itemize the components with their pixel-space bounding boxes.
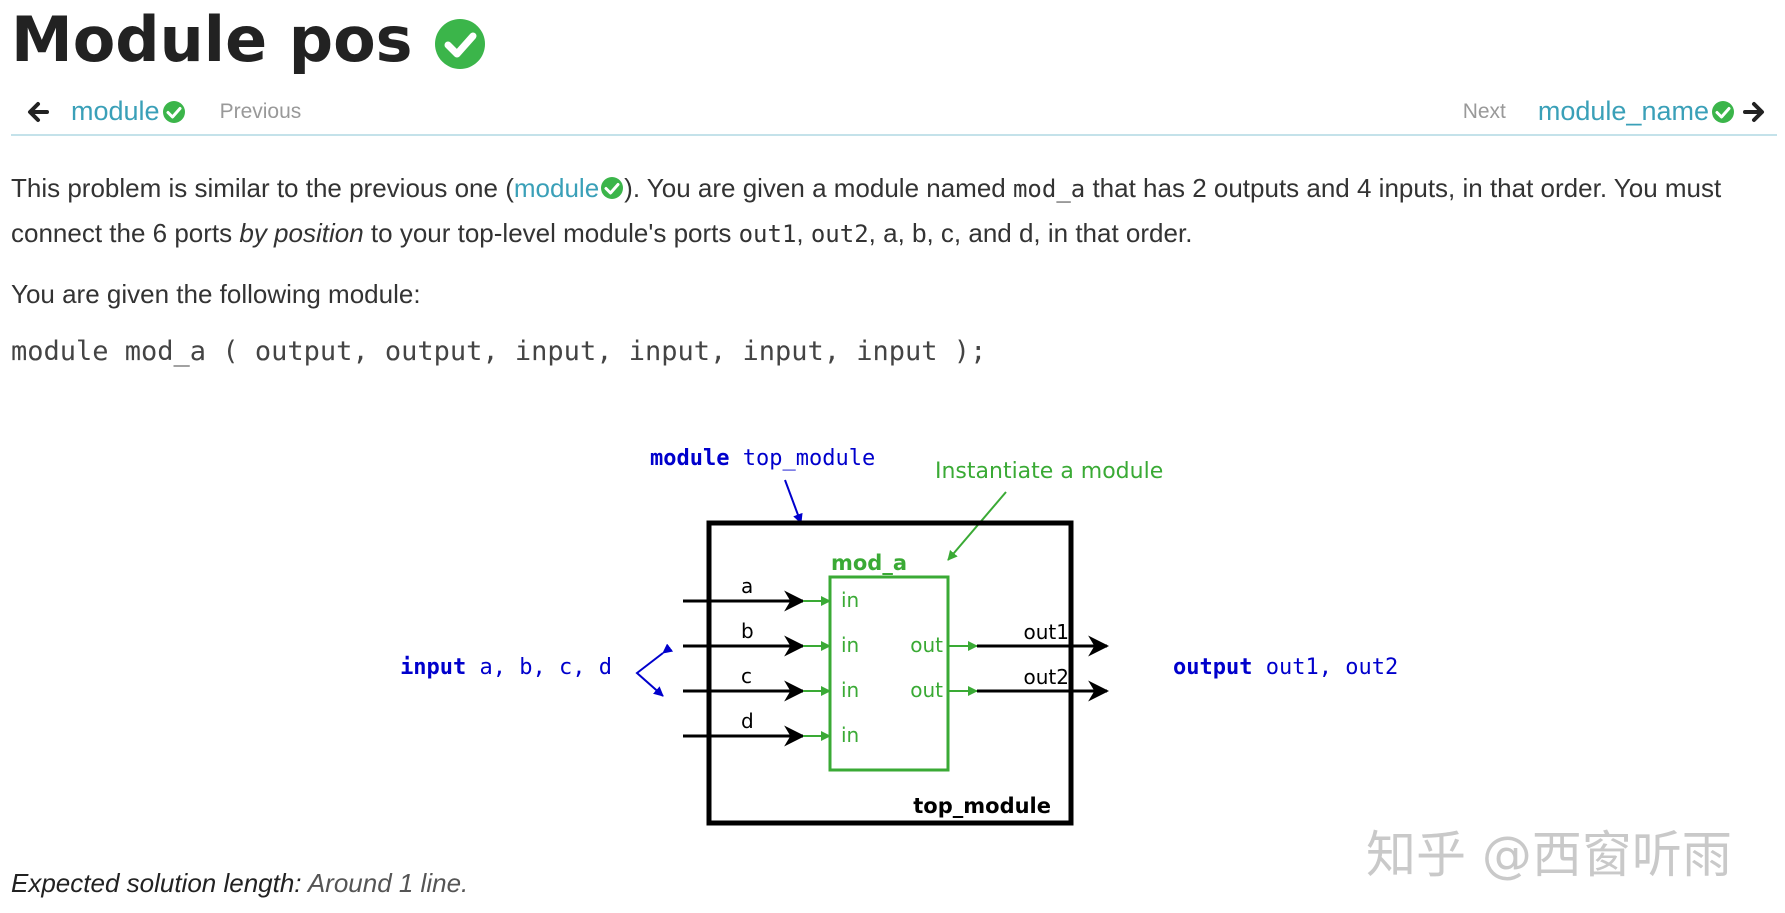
expected-length: Expected solution length: Around 1 line. xyxy=(11,868,468,899)
check-circle-icon xyxy=(435,18,486,69)
check-circle-icon xyxy=(1712,100,1734,123)
code-block: module mod_a ( output, output, input, in… xyxy=(11,336,987,367)
emphasis-text: by position xyxy=(239,218,364,248)
description-text: connect the 6 ports xyxy=(11,218,240,248)
port-label: out xyxy=(910,678,943,702)
prev-problem-link[interactable]: module xyxy=(71,96,160,126)
output-wires: out1 out2 xyxy=(948,620,1110,702)
module-diagram: module top_module Instantiate a module t… xyxy=(400,446,1398,826)
inline-code: out1 xyxy=(738,220,797,248)
top-module-label: module top_module xyxy=(650,446,875,471)
output-name: out1 xyxy=(1024,620,1069,644)
top-module-box xyxy=(706,520,1074,826)
pointer-arrow xyxy=(784,479,803,524)
port-list: out1, out2 xyxy=(1266,655,1398,680)
port-label: in xyxy=(841,678,859,702)
description-text: to your top-level module's ports xyxy=(363,218,739,248)
input-name: d xyxy=(741,709,754,733)
description-text: , xyxy=(796,218,811,248)
port-label: in xyxy=(841,723,859,747)
input-name: a xyxy=(741,574,753,598)
mod-a-label: mod_a xyxy=(831,551,907,575)
next-nav: Next module_name xyxy=(1463,96,1767,127)
input-name: b xyxy=(741,619,754,643)
previous-problem-inline-link[interactable]: module xyxy=(513,173,600,203)
module-name: top_module xyxy=(743,446,875,471)
pointer-arrow xyxy=(947,491,1007,561)
problem-description: This problem is similar to the previous … xyxy=(11,166,1721,256)
output-name: out2 xyxy=(1024,665,1069,689)
instantiate-label: Instantiate a module xyxy=(935,459,1163,484)
expected-length-label: Expected solution length: xyxy=(11,868,302,898)
description-text: ). You are given a module named xyxy=(624,173,1013,203)
port-list: a, b, c, d xyxy=(480,655,612,680)
page-title-text: Module pos xyxy=(11,3,413,76)
port-label: out xyxy=(910,633,943,657)
output-declaration: output out1, out2 xyxy=(1173,655,1398,680)
inline-code: out2 xyxy=(810,220,869,248)
input-declaration: input a, b, c, d xyxy=(400,655,612,680)
keyword: module xyxy=(650,446,729,471)
next-problem-link[interactable]: module_name xyxy=(1537,96,1709,126)
pointer-arrow xyxy=(635,643,674,697)
prev-nav: module Previous xyxy=(25,96,301,127)
keyword: input xyxy=(400,655,466,680)
description-text: , a, b, c, and d, in that order. xyxy=(868,218,1193,248)
port-label: in xyxy=(841,588,859,612)
watermark: 知乎 @西窗听雨 xyxy=(1366,826,1732,884)
mod-a-ports: in in in in out out xyxy=(841,588,943,747)
problem-nav: module Previous Next module_name xyxy=(11,90,1777,136)
mod-a-box xyxy=(828,575,950,772)
expected-length-value: Around 1 line. xyxy=(307,868,469,898)
next-label: Next xyxy=(1462,99,1506,123)
given-module-text: You are given the following module: xyxy=(11,279,421,309)
arrow-right-icon[interactable] xyxy=(1741,99,1767,125)
page-title: Module pos xyxy=(11,4,486,76)
keyword: output xyxy=(1173,655,1252,680)
description-text: This problem is similar to the previous … xyxy=(11,173,514,203)
check-circle-icon xyxy=(162,100,185,123)
arrow-left-icon[interactable] xyxy=(25,99,51,125)
prev-label: Previous xyxy=(219,99,302,123)
check-circle-icon xyxy=(601,177,624,199)
box-label: top_module xyxy=(913,794,1051,818)
input-name: c xyxy=(741,664,752,688)
description-text: that has 2 outputs and 4 inputs, in that… xyxy=(1085,173,1722,203)
port-label: in xyxy=(841,633,859,657)
input-wires: a b c d xyxy=(683,574,831,747)
inline-code: mod_a xyxy=(1012,175,1086,203)
